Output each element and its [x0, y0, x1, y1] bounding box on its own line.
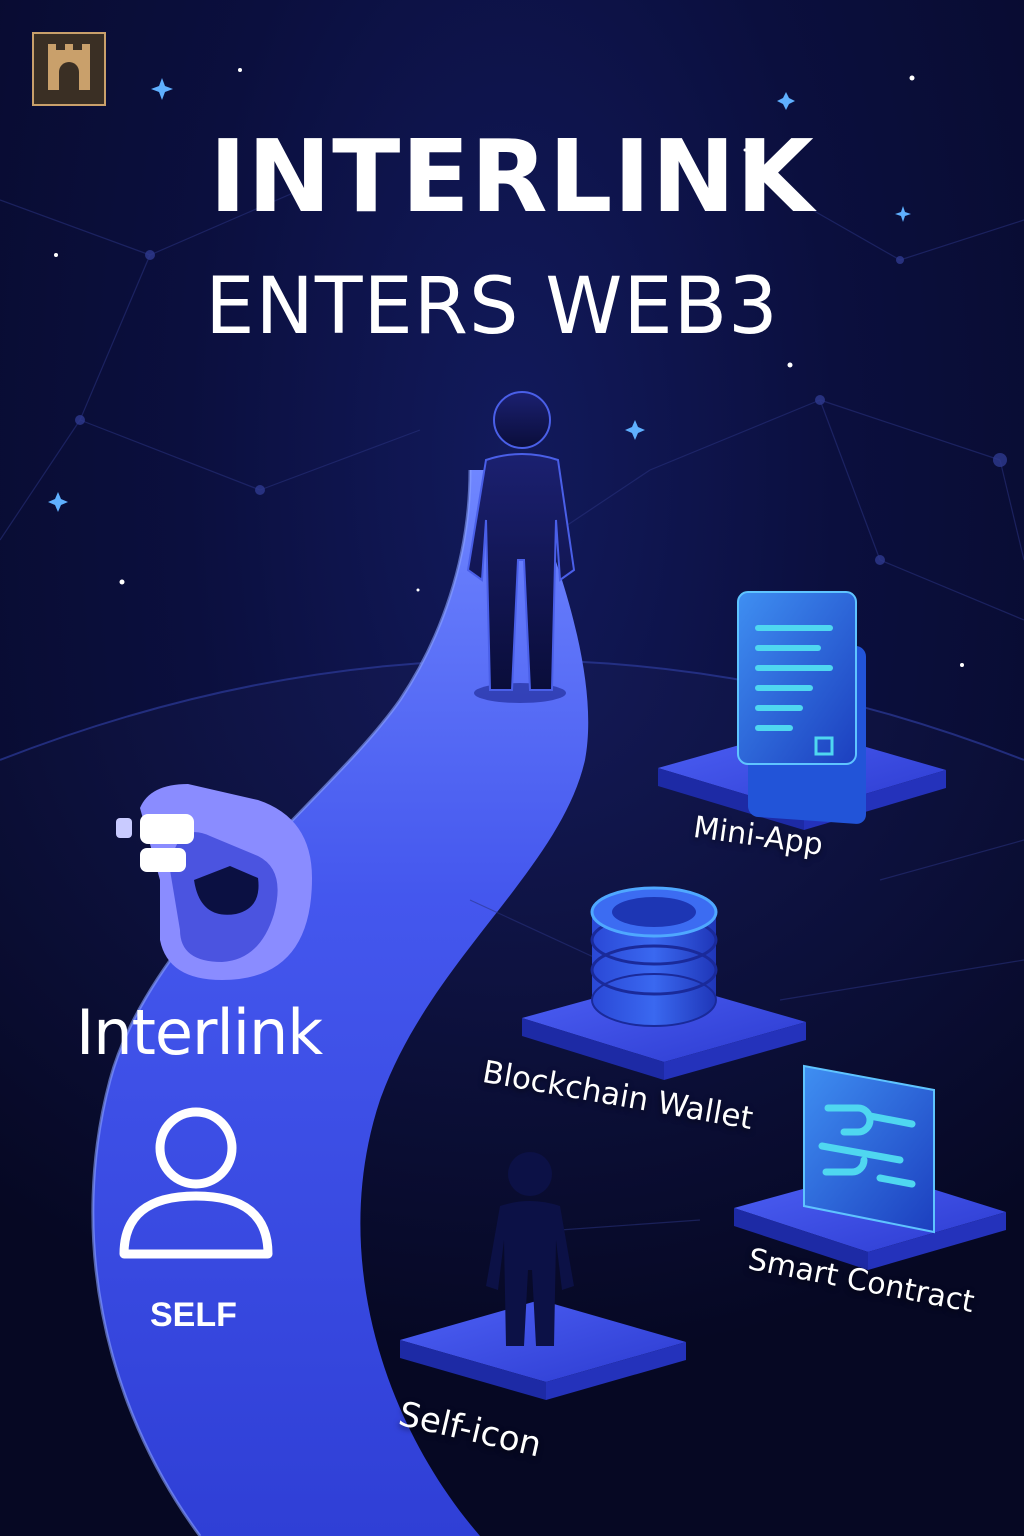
castle-logo-icon [32, 32, 106, 106]
person-silhouette-icon [466, 391, 576, 703]
interlink-logo-icon [116, 784, 312, 980]
interlink-brand-name: Interlink [76, 996, 323, 1069]
self-label: SELF [150, 1296, 237, 1334]
self-person-silhouette-icon [486, 1152, 574, 1346]
poster-title: INTERLINK [209, 118, 815, 235]
user-outline-icon [119, 1107, 273, 1259]
coin-stack-icon [590, 886, 718, 1027]
document-icon [737, 591, 866, 824]
poster-subtitle: ENTERS WEB3 [205, 262, 779, 352]
smart-contract-chip-icon [803, 1064, 935, 1234]
